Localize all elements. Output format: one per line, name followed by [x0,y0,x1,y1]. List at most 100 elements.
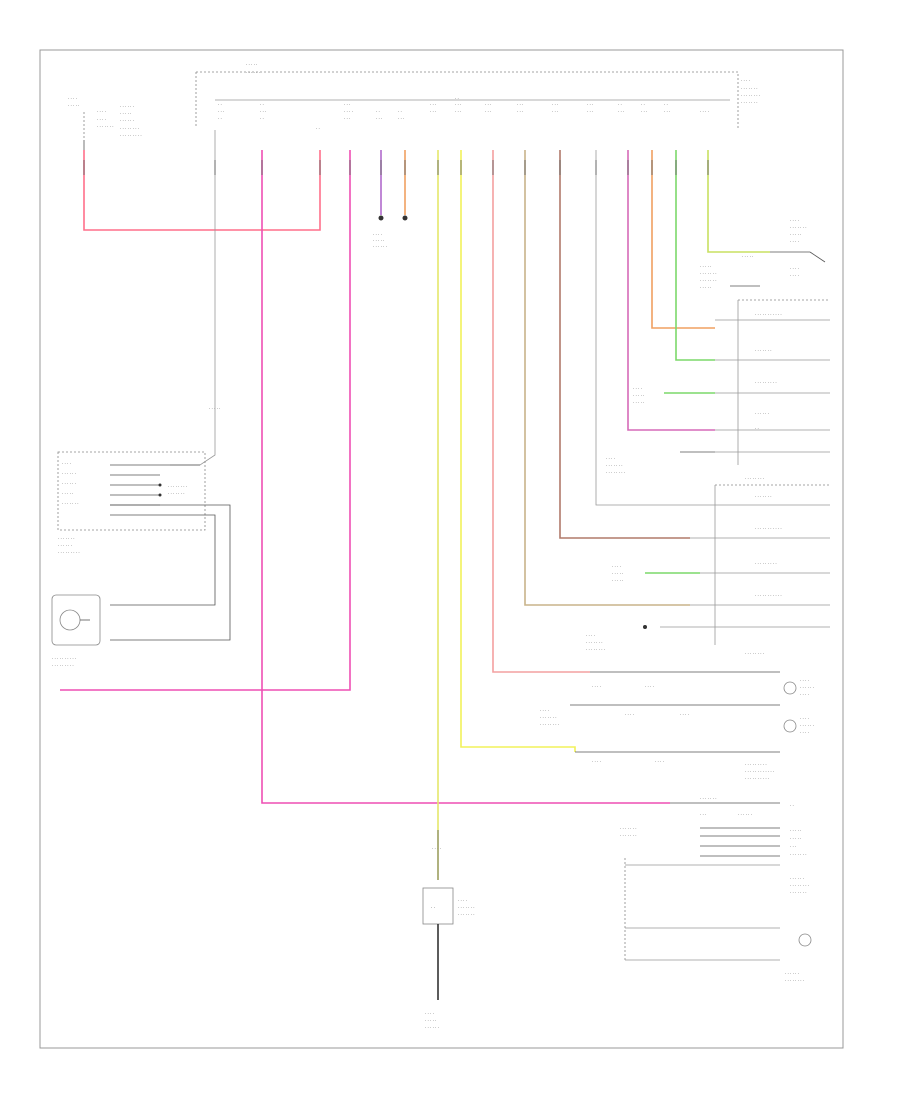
svg-text:· · · ·: · · · · [458,898,467,903]
wire-green-right [675,150,715,361]
svg-text:· · · · · · · ·: · · · · · · · · [540,722,559,727]
svg-text:· · · ·: · · · · [680,712,689,717]
svg-text:· ·: · · [316,126,320,131]
svg-text:· · · · ·: · · · · · [246,62,257,67]
svg-text:· · ·: · · · [376,116,382,121]
svg-text:· · · ·: · · · · [540,708,549,713]
svg-text:· · ·: · · · [430,109,436,114]
svg-text:· ·: · · [376,109,380,114]
svg-text:· · ·: · · · [517,102,523,107]
svg-text:· · · · · · ·: · · · · · · · [62,501,79,506]
svg-text:· · · · ·: · · · · · [62,491,73,496]
svg-text:· ·: · · [455,96,459,101]
svg-text:· · · · · · · ·: · · · · · · · · [745,651,764,656]
svg-text:· · · ·: · · · · [741,78,750,83]
wire-brown [559,150,690,539]
svg-text:· · ·: · · · [552,109,558,114]
svg-text:· · ·: · · · [260,109,266,114]
svg-text:· · · · ·: · · · · · [209,406,220,411]
svg-text:· ·: · · [218,102,222,107]
svg-text:· · · ·: · · · · [606,456,615,461]
svg-text:· · · · · · · · · · ·: · · · · · · · · · · · [755,593,782,598]
svg-text:· · · · · ·: · · · · · · [62,471,76,476]
wire-magenta-left [60,150,351,691]
svg-text:· · ·: · · · [398,116,404,121]
svg-text:· · · · · · · ·: · · · · · · · · [745,476,764,481]
svg-text:· · · ·: · · · · [373,232,382,237]
top-module: · · · · · · · · · · · · · · · · · · · · … [195,62,760,128]
svg-text:· · · · · ·: · · · · · · [800,723,814,728]
svg-text:· · · · ·: · · · · · [120,111,131,116]
svg-text:· ·: · · [755,426,759,431]
svg-text:· · · ·: · · · · [633,386,642,391]
svg-text:· · · · · · · · ·: · · · · · · · · · [755,561,777,566]
svg-text:· · · · · ·: · · · · · · [373,244,387,249]
svg-text:· · · · · ·: · · · · · · [62,481,76,486]
left-tail-lamp: · · · · · · · · · · · · · · · · · · · · … [586,484,830,656]
svg-text:· · · · · · ·: · · · · · · · [790,225,807,230]
svg-text:· · ·: · · · [430,102,436,107]
svg-text:· · · · · · ·: · · · · · · · [58,536,75,541]
connector-ticks [83,160,709,175]
module-pin-labels: · · · · · · · · · · · · · · · · · · · · · · ·… [218,96,709,131]
svg-text:· · · ·: · · · · [612,564,621,569]
svg-text:· · · ·: · · · · [592,684,601,689]
svg-text:· · · · · · ·: · · · · · · · [790,890,807,895]
wire-orange-right [651,150,715,329]
svg-text:· · · · · · ·: · · · · · · · [168,491,185,496]
left-side-lamp: · · · · · · · · · · · · · · · · · · · [51,594,101,668]
wire-yellowgreen-switch [707,150,770,253]
svg-text:· · · ·: · · · · [62,461,71,466]
svg-text:· · · ·: · · · · [432,846,441,851]
svg-text:· · ·: · · · [455,109,461,114]
svg-text:· · · ·: · · · · [790,239,799,244]
svg-text:· ·: · · [398,109,402,114]
svg-text:· · · ·: · · · · [592,759,601,764]
svg-text:· · ·: · · · [485,102,491,107]
svg-text:· · · ·: · · · · [790,273,799,278]
svg-text:· · · · ·: · · · · · [700,264,711,269]
svg-text:· · · · · · · ·: · · · · · · · · [606,470,625,475]
svg-text:· · · · · · · · · ·: · · · · · · · · · · [52,656,76,661]
svg-text:· · · · ·: · · · · · [633,393,644,398]
wire-gray-right [595,150,690,506]
svg-text:· · · · · ·: · · · · · · [120,104,134,109]
ground-module: · · · · · · · · · · · · · · · · · · · · … [422,830,475,1030]
diagram-frame [39,49,844,1049]
wire-pink-long [261,150,670,804]
svg-text:· · · ·: · · · · [800,678,809,683]
svg-text:· · · · · · · ·: · · · · · · · · [741,93,760,98]
svg-text:· · · · · · ·: · · · · · · · [755,494,772,499]
svg-text:· · · · · · · · ·: · · · · · · · · · [755,380,777,385]
svg-text:· · · ·: · · · · [790,266,799,271]
svg-text:· · · ·: · · · · [68,96,77,101]
svg-text:· · ·: · · · [552,102,558,107]
svg-text:· · · ·: · · · · [800,692,809,697]
svg-text:· · · · · · · ·: · · · · · · · · [785,978,804,983]
svg-text:· · · ·: · · · · [700,109,709,114]
rear-module: · · · · · · · · · · · · · · · · · · · · … [620,796,812,983]
brake-switch: · · · · · · · · · · · · · · · · · · · · … [700,218,826,290]
svg-text:· · ·: · · · [641,109,647,114]
svg-text:· ·: · · [218,116,222,121]
svg-text:· · · · · · · ·: · · · · · · · · [168,484,187,489]
svg-text:· · · · ·: · · · · · [425,1018,436,1023]
license-lamps: · · · · · · · · · · · · · · · · · · · · … [540,671,814,781]
svg-text:· ·: · · [260,102,264,107]
svg-text:· · · · · · ·: · · · · · · · [741,86,758,91]
wire-violet-right [627,150,715,431]
svg-text:· · ·: · · · [618,109,624,114]
svg-text:· · · · · ·: · · · · · · [246,70,260,75]
svg-text:· · · · ·: · · · · · [633,400,644,405]
svg-text:· · · · · · ·: · · · · · · · [458,912,475,917]
svg-text:· · · · · · ·: · · · · · · · [97,124,114,129]
svg-text:· · · · · · · · · ·: · · · · · · · · · · [745,776,769,781]
fuse-block-left: · · · · · · · · · · · · · · · · · · · · … [68,96,142,140]
svg-text:· · ·: · · · [790,844,796,849]
svg-text:· ·: · · [790,803,794,808]
wire-orange-short: · · · · · · · · · · · · · · · [373,150,408,249]
svg-text:· · · · · · ·: · · · · · · · [620,833,637,838]
svg-text:· ·: · · [618,102,622,107]
svg-text:· · · · · · · ·: · · · · · · · · [120,126,139,131]
